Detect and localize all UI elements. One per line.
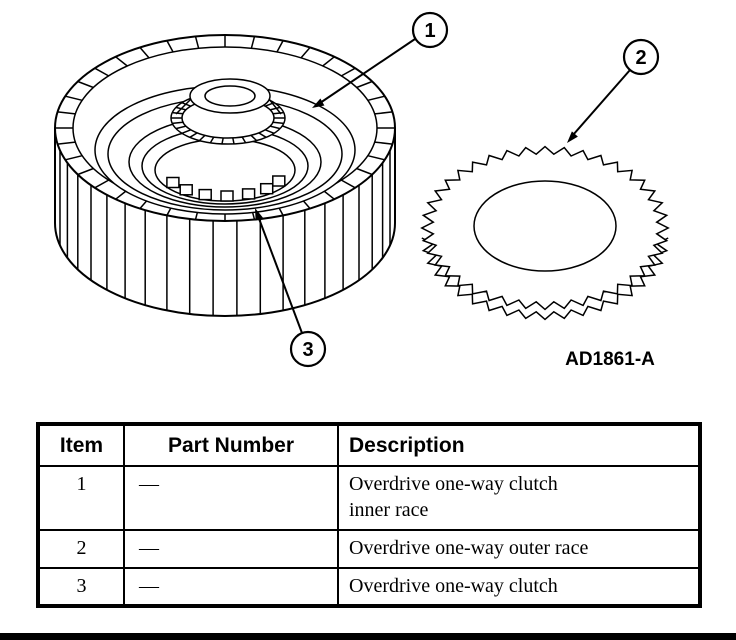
manual-page: AD1861-A 1 2 3 — [0, 11, 736, 640]
drum-bottom-edge — [54, 222, 396, 317]
callout-1-number: 1 — [424, 20, 435, 42]
clutch-figure: AD1861-A 1 2 3 — [54, 11, 670, 370]
clutch-drum-drawing — [54, 34, 396, 317]
col-header-item: Item — [37, 423, 125, 467]
description-cell: Overdrive one-way clutch inner race — [337, 465, 701, 531]
callout-1: 1 — [312, 11, 449, 108]
part-number-cell: — — [123, 567, 339, 607]
table-row: 1 — Overdrive one-way clutch inner race — [37, 465, 701, 531]
callout-2-arrowhead — [567, 131, 578, 143]
item-cell: 2 — [37, 529, 125, 569]
outer-race-drawing — [420, 145, 670, 321]
page-bottom-bar — [0, 633, 736, 640]
col-header-description: Description — [337, 423, 701, 467]
callout-1-arrowhead — [312, 98, 325, 108]
one-way-clutch-windows — [166, 175, 286, 202]
callout-2: 2 — [567, 38, 660, 143]
col-header-part-number: Part Number — [123, 423, 339, 467]
assembly-illustration: AD1861-A 1 2 3 — [54, 11, 670, 370]
table-row: 3 — Overdrive one-way clutch — [37, 567, 701, 607]
part-number-cell: — — [123, 529, 339, 569]
table-header-row: Item Part Number Description — [37, 423, 701, 467]
callout-3: 3 — [255, 208, 327, 368]
figure-label: AD1861-A — [565, 349, 655, 370]
part-number-cell: — — [123, 465, 339, 531]
callout-3-number: 3 — [302, 339, 313, 361]
callout-2-number: 2 — [635, 47, 646, 69]
drum-wall-flutes — [59, 150, 391, 316]
item-cell: 3 — [37, 567, 125, 607]
table-row: 2 — Overdrive one-way outer race — [37, 529, 701, 569]
item-cell: 1 — [37, 465, 125, 531]
description-cell: Overdrive one-way clutch — [337, 567, 701, 607]
callout-3-arrowhead — [255, 208, 263, 221]
description-cell: Overdrive one-way outer race — [337, 529, 701, 569]
parts-table: Item Part Number Description 1 — Overdri… — [36, 422, 702, 608]
